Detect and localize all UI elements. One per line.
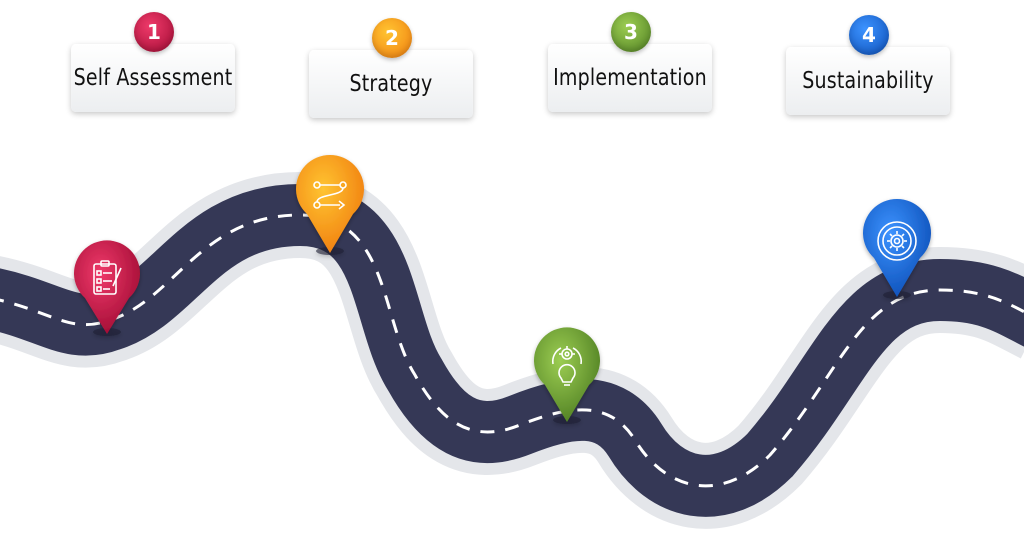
map-pin-4 [863, 198, 931, 299]
step-strategy: 2 Strategy [302, 18, 482, 128]
step-label-card: Self Assessment [71, 44, 235, 112]
strategy-path-icon [313, 181, 347, 210]
step-number-badge: 4 [849, 15, 889, 55]
gear-cycle-icon [877, 221, 917, 261]
step-number-badge: 2 [372, 18, 412, 58]
step-implementation: 3 Implementation [541, 12, 721, 122]
road-surface [0, 183, 1024, 517]
map-pin-3 [534, 327, 600, 424]
step-self-assessment: 1 Self Assessment [64, 12, 244, 122]
gear-lightbulb-icon [551, 346, 583, 386]
map-pin-1 [74, 240, 140, 336]
checklist-icon [93, 260, 122, 295]
map-pin-2 [296, 154, 364, 255]
step-label-card: Strategy [309, 50, 473, 118]
step-number-badge: 3 [611, 12, 651, 52]
step-sustainability: 4 Sustainability [779, 15, 959, 125]
road-lane-dashes [0, 213, 1024, 488]
step-number-badge: 1 [134, 12, 174, 52]
step-label-card: Sustainability [786, 47, 950, 115]
step-label-card: Implementation [548, 44, 712, 112]
